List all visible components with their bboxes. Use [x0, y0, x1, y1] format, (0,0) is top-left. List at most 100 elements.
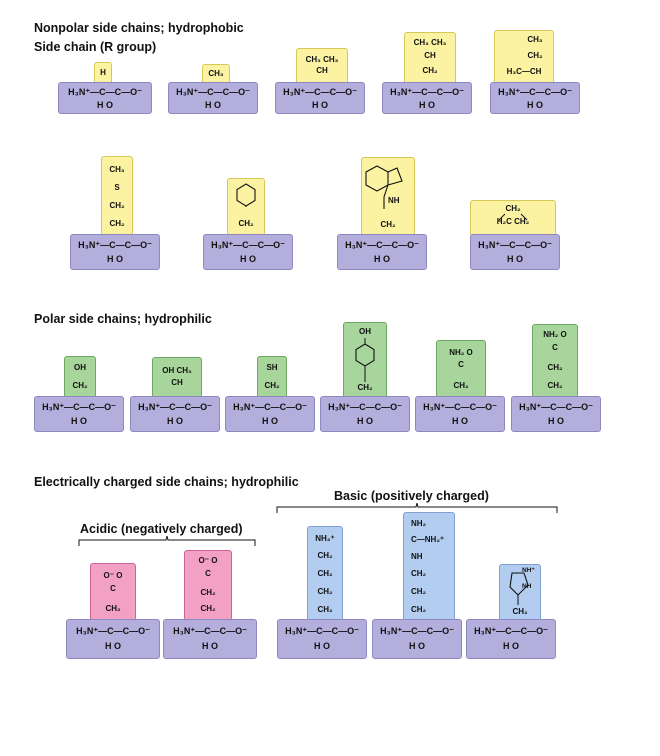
backbone-bottom: H O [408, 641, 425, 651]
r-group-line: CH₂ [317, 551, 333, 560]
backbone-bottom: H O [313, 641, 330, 651]
r-group-box: CH₃ [202, 64, 230, 84]
r-group-line: C [458, 360, 464, 369]
r-group-line: OH CH₃ [162, 366, 192, 375]
r-group-line: CH₂ [200, 604, 216, 613]
amino-acid-backbone: H₃N⁺—C—C—O⁻ H O [70, 234, 160, 270]
r-group-line: NH₃⁺ [315, 534, 335, 543]
r-group-line: CH₂ [453, 381, 469, 390]
backbone-top: H₃N⁺—C—C—O⁻ [519, 402, 593, 412]
r-group-line: O⁻ O [103, 571, 123, 580]
backbone-bottom: H O [201, 641, 218, 651]
r-group-box: NH₂ O C CH₂ CH₂ [532, 324, 578, 398]
r-group-line: H [100, 68, 106, 77]
r-group-line: CH [171, 378, 183, 387]
r-group-box: SH CH₂ [257, 356, 287, 398]
backbone-bottom: H O [204, 100, 221, 110]
r-group-line: NH [522, 583, 532, 590]
r-group-line: CH₂ [72, 381, 88, 390]
r-group-box: OH CH₂ [64, 356, 96, 398]
phenol-ring-icon [355, 338, 375, 382]
r-group-line: CH₂ [411, 587, 427, 596]
r-group-box: NH CH₂ [361, 157, 415, 236]
r-group-line: CH₂ [547, 363, 563, 372]
amino-acid-backbone: H₃N⁺—C—C—O⁻ H O [382, 82, 472, 114]
backbone-top: H₃N⁺—C—C—O⁻ [285, 626, 359, 636]
backbone-top: H₃N⁺—C—C—O⁻ [42, 402, 116, 412]
amino-acid-backbone: H₃N⁺—C—C—O⁻ H O [34, 396, 124, 432]
r-group-line: O⁻ O [198, 556, 218, 565]
backbone-top: H₃N⁺—C—C—O⁻ [233, 402, 307, 412]
amino-acid-backbone: H₃N⁺—C—C—O⁻ H O [66, 619, 160, 659]
r-group-line: H₂C CH₂ [496, 217, 530, 226]
amino-acid-backbone: H₃N⁺—C—C—O⁻ H O [203, 234, 293, 270]
backbone-bottom: H O [373, 254, 390, 264]
r-group-line: CH₂ [512, 607, 528, 616]
r-group-line: NH⁺ [522, 567, 535, 574]
amino-acid-backbone: H₃N⁺—C—C—O⁻ H O [372, 619, 462, 659]
backbone-top: H₃N⁺—C—C—O⁻ [68, 87, 142, 97]
r-group-line: OH [74, 363, 86, 372]
backbone-top: H₃N⁺—C—C—O⁻ [78, 240, 152, 250]
backbone-bottom: H O [311, 100, 328, 110]
r-group-box: CH₂ H₂C CH₂ [470, 200, 556, 236]
backbone-top: H₃N⁺—C—C—O⁻ [498, 87, 572, 97]
r-group-line: C—NH₂⁺ [411, 535, 445, 544]
r-group-line: CH₂ [527, 51, 543, 60]
r-group-box: NH⁺ NH CH₂ [499, 564, 541, 621]
r-group-line: CH₂ [109, 219, 125, 228]
imidazole-ring-icon [509, 572, 529, 605]
r-group-line: CH₂ [200, 588, 216, 597]
r-group-line: CH₂ [109, 201, 125, 210]
backbone-top: H₃N⁺—C—C—O⁻ [283, 87, 357, 97]
backbone-top: H₃N⁺—C—C—O⁻ [380, 626, 454, 636]
amino-acid-backbone: H₃N⁺—C—C—O⁻ H O [58, 82, 152, 114]
r-group-box: NH₂ C—NH₂⁺ NH CH₂ CH₂ CH₂ [403, 512, 455, 621]
amino-acid-backbone: H₃N⁺—C—C—O⁻ H O [163, 619, 257, 659]
r-group-line: CH₂ [317, 587, 333, 596]
r-group-line: CH₂ [105, 604, 121, 613]
r-group-line: NH₂ [411, 519, 427, 528]
amino-acid-backbone: H₃N⁺—C—C—O⁻ H O [168, 82, 258, 114]
acidic-brace [78, 536, 256, 546]
r-group-box: H [94, 62, 112, 84]
basic-brace [276, 503, 558, 513]
r-group-line: H₃C—CH [506, 67, 542, 76]
r-group-line: NH [388, 196, 400, 205]
backbone-bottom: H O [502, 641, 519, 651]
r-group-line: CH [424, 51, 436, 60]
side-chain-label: Side chain (R group) [34, 40, 157, 54]
backbone-bottom: H O [418, 100, 435, 110]
backbone-top: H₃N⁺—C—C—O⁻ [211, 240, 285, 250]
backbone-top: H₃N⁺—C—C—O⁻ [328, 402, 402, 412]
r-group-line: CH₃ CH₃ [413, 38, 447, 47]
r-group-line: CH₃ CH₃ [305, 55, 339, 64]
backbone-bottom: H O [547, 416, 564, 426]
amino-acid-backbone: H₃N⁺—C—C—O⁻ H O [225, 396, 315, 432]
r-group-box: CH₃ S CH₂ CH₂ [101, 156, 133, 236]
backbone-bottom: H O [106, 254, 123, 264]
r-group-box: O⁻ O C CH₂ CH₂ [184, 550, 232, 621]
backbone-top: H₃N⁺—C—C—O⁻ [423, 402, 497, 412]
r-group-line: OH [359, 327, 371, 336]
backbone-bottom: H O [96, 100, 113, 110]
r-group-line: CH₃ [109, 165, 125, 174]
backbone-top: H₃N⁺—C—C—O⁻ [474, 626, 548, 636]
r-group-line: CH₂ [317, 569, 333, 578]
r-group-line: SH [266, 363, 278, 372]
r-group-line: CH₂ [411, 569, 427, 578]
r-group-line: CH₂ [238, 219, 254, 228]
backbone-bottom: H O [104, 641, 121, 651]
backbone-top: H₃N⁺—C—C—O⁻ [345, 240, 419, 250]
amino-acid-backbone: H₃N⁺—C—C—O⁻ H O [337, 234, 427, 270]
backbone-bottom: H O [451, 416, 468, 426]
amino-acid-backbone: H₃N⁺—C—C—O⁻ H O [320, 396, 410, 432]
r-group-box: NH₂ O C CH₂ [436, 340, 486, 398]
r-group-line: C [110, 584, 116, 593]
indole-ring-icon [365, 165, 403, 209]
backbone-bottom: H O [526, 100, 543, 110]
r-group-box: CH₂ [227, 178, 265, 236]
amino-acid-backbone: H₃N⁺—C—C—O⁻ H O [511, 396, 601, 432]
backbone-top: H₃N⁺—C—C—O⁻ [478, 240, 552, 250]
r-group-line: CH₂ [505, 204, 521, 213]
